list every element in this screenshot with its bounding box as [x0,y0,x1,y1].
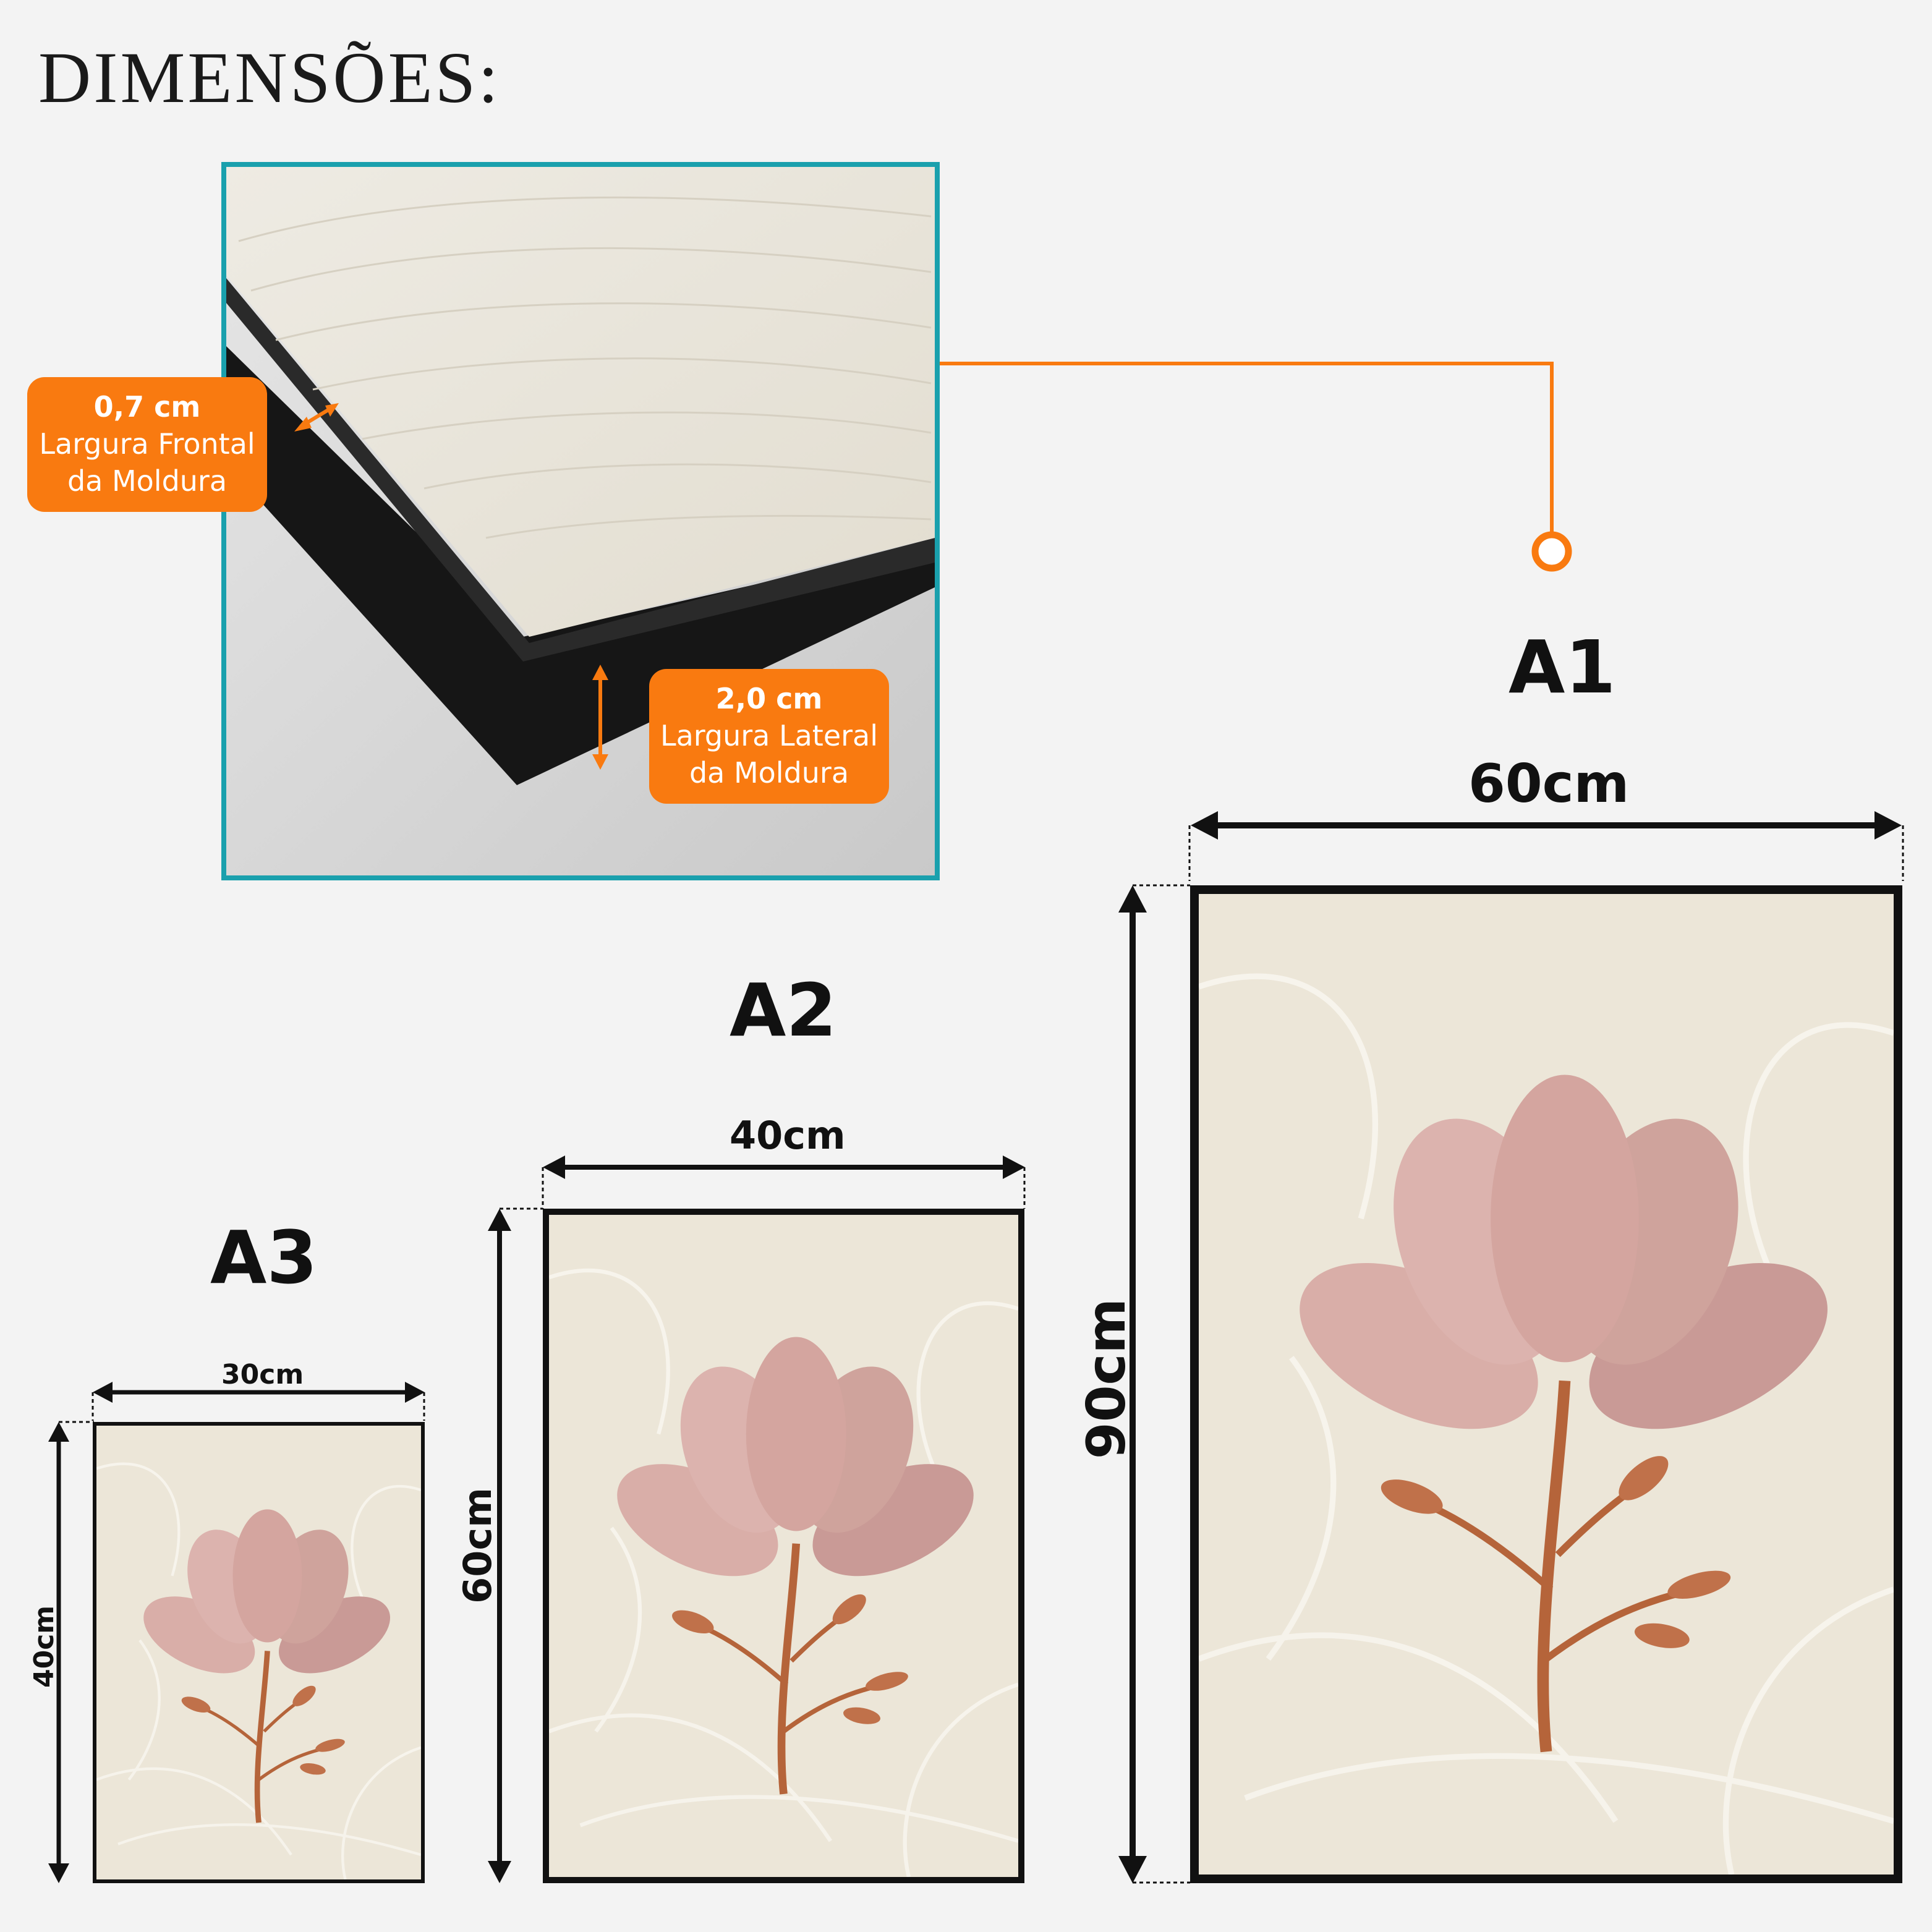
frontal-width-badge: 0,7 cm Largura Frontal da Moldura [27,377,267,512]
double-arrow-icon [488,1209,511,1883]
a3-height-label: 40cm [28,1605,60,1688]
a2-height-label: 60cm [455,1487,500,1604]
lateral-width-label-line1: Largura Lateral [660,719,879,752]
connector-line [940,362,1554,532]
double-arrow-icon [48,1422,69,1883]
a1-width-label: 60cm [1468,753,1630,815]
page-title: DIMENSÕES: [38,37,501,118]
double-arrow-icon [543,1155,1025,1179]
lateral-width-value: 2,0 cm [715,682,823,715]
double-arrow-icon [1118,885,1147,1883]
frontal-width-label-line1: Largura Frontal [39,427,255,461]
frontal-width-label-line2: da Moldura [67,464,228,498]
frame-a3 [93,1422,425,1883]
dimension-guides [59,825,1904,1884]
artwork-a3 [96,1426,421,1879]
connector-circle-icon [1531,531,1572,572]
double-arrow-icon [294,403,339,432]
lateral-width-label-line2: da Moldura [689,756,849,789]
a2-width-label: 40cm [730,1113,846,1158]
size-name-a1: A1 [1509,624,1616,710]
frame-a1 [1190,885,1902,1883]
a3-width-label: 30cm [221,1359,304,1390]
size-name-a3: A3 [210,1215,318,1300]
double-arrow-icon [1191,811,1902,840]
double-arrow-icon [93,1382,425,1403]
size-name-a2: A2 [730,968,837,1053]
frontal-width-value: 0,7 cm [93,390,201,423]
frame-a2 [543,1209,1024,1883]
double-arrow-icon [592,665,608,770]
lateral-width-badge: 2,0 cm Largura Lateral da Moldura [649,669,889,804]
a1-height-label: 90cm [1076,1298,1138,1460]
artwork-a2 [549,1215,1018,1877]
artwork-a1 [1199,894,1894,1875]
